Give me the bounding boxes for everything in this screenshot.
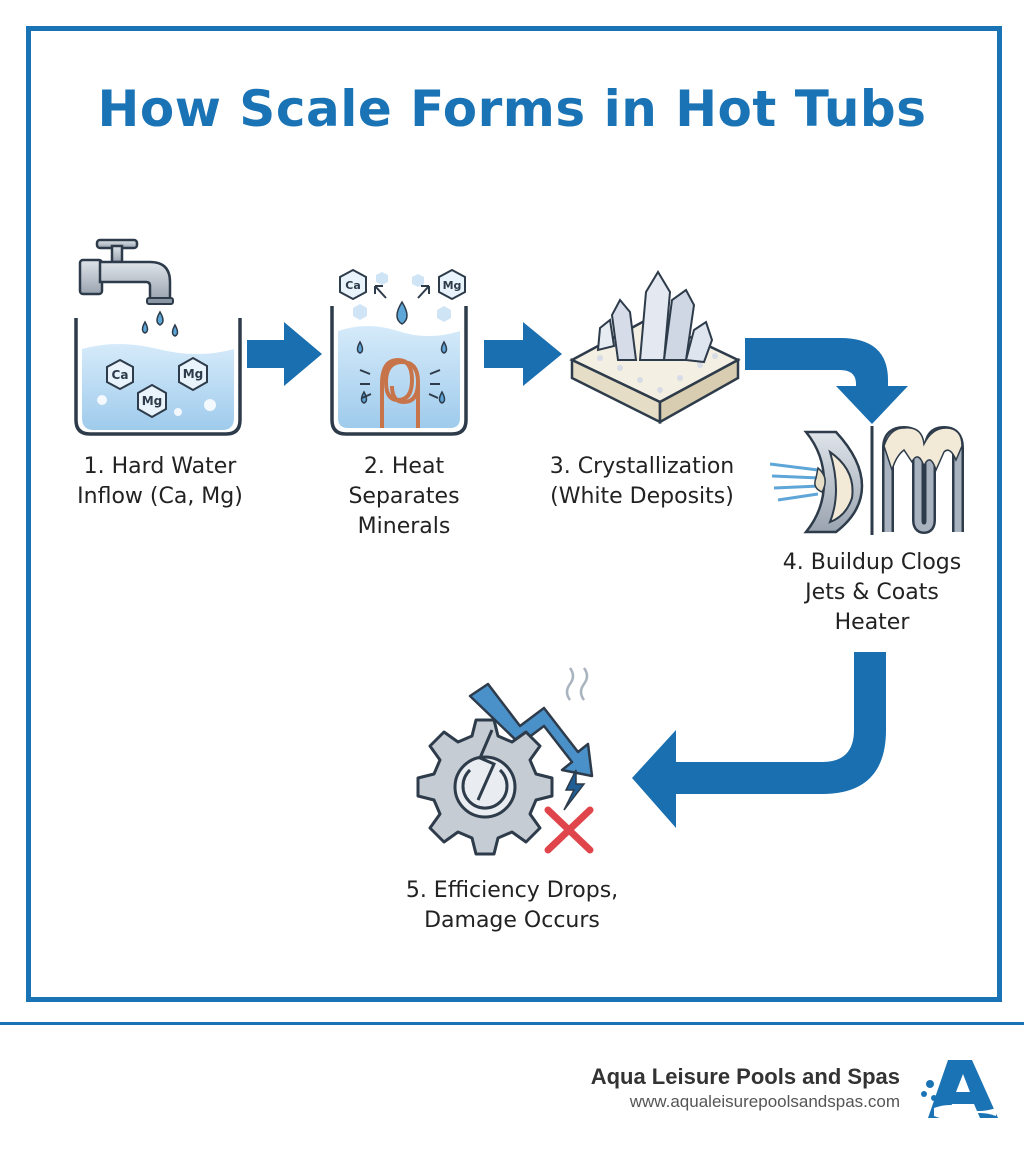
ca-label: Ca <box>112 368 129 382</box>
flow-arrow-1 <box>247 322 322 386</box>
svg-text:Ca: Ca <box>345 279 361 292</box>
heating-coil-icon <box>380 357 421 428</box>
flow-diagram: Ca Mg Mg Ca Mg <box>74 238 964 856</box>
broken-gear-icon <box>416 667 594 856</box>
footer-divider <box>0 1022 1024 1025</box>
page-title: How Scale Forms in Hot Tubs <box>97 80 927 138</box>
svg-text:Mg: Mg <box>443 279 462 292</box>
brand-name: Aqua Leisure Pools and Spas <box>590 1064 900 1089</box>
flow-arrow-2 <box>484 322 562 386</box>
brand-logo-icon <box>921 1060 998 1119</box>
faucet-tub-icon: Ca Mg Mg <box>74 238 242 436</box>
heated-tub-icon: Ca Mg <box>330 268 468 436</box>
brand-url[interactable]: www.aqualeisurepoolsandspas.com <box>629 1092 900 1111</box>
magnesium-hex-icon: Mg <box>178 356 208 392</box>
mg-label: Mg <box>142 394 163 408</box>
calcium-hex-icon: Ca <box>106 358 134 391</box>
step-4-label: 4. Buildup Clogs Jets & Coats Heater <box>782 550 962 635</box>
calcium-hex-icon: Ca <box>339 268 367 301</box>
crystal-icon <box>596 270 714 364</box>
crystal-deposit-icon <box>569 270 741 425</box>
error-x-icon <box>544 806 594 854</box>
declining-arrow-icon <box>468 682 594 778</box>
step-1-label: 1. Hard Water Inflow (Ca, Mg) <box>77 454 243 509</box>
heater-element-icon <box>882 425 964 535</box>
gear-icon <box>416 718 554 856</box>
magnesium-hex-icon: Mg <box>438 268 466 301</box>
faucet-icon <box>78 238 174 305</box>
flow-arrow-3 <box>745 338 908 424</box>
step-2-label: 2. Heat Separates Minerals <box>348 454 460 539</box>
diagram-frame <box>26 26 1002 1002</box>
mg-label: Mg <box>183 367 204 381</box>
step-3-label: 3. Crystallization (White Deposits) <box>549 454 735 509</box>
clogged-jet-heater-icon <box>769 425 964 535</box>
step-5-label: 5. Efficiency Drops, Damage Occurs <box>405 878 619 933</box>
flow-arrow-4 <box>632 652 886 828</box>
magnesium-hex-icon-2: Mg <box>137 383 167 419</box>
